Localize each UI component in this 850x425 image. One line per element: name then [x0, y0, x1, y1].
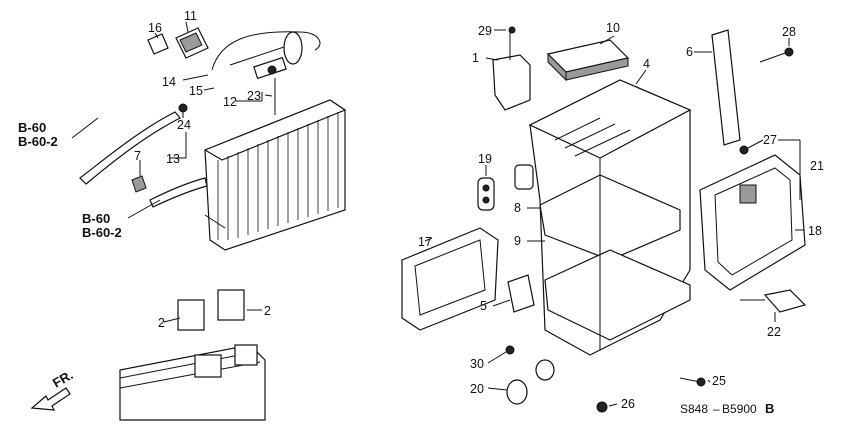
callout-7: 7	[134, 149, 141, 163]
callout-6: 6	[686, 45, 693, 59]
callout-12: 12	[223, 95, 237, 109]
ref-mid-b60: B-60	[82, 211, 110, 226]
seal-6	[711, 29, 741, 146]
fasteners	[505, 26, 794, 413]
callout-10: 10	[606, 21, 620, 35]
callout-labels: 11 16 14 15 12 23 24 13 7 2 2 29 1 10 4 …	[134, 9, 824, 411]
callout-25: 25	[712, 374, 726, 388]
evaporator-core	[203, 99, 347, 251]
callout-30: 30	[470, 357, 484, 371]
callout-19: 19	[478, 152, 492, 166]
callout-21: 21	[810, 159, 824, 173]
thermistor-sleeve	[147, 27, 209, 59]
evaporator-case	[514, 79, 692, 356]
actuator-5	[507, 274, 535, 313]
motor-20	[506, 359, 555, 405]
callout-27: 27	[763, 133, 777, 147]
callout-5: 5	[480, 299, 487, 313]
code-prefix: S848	[680, 402, 708, 416]
diagram-code: S848 – B5900 B	[680, 401, 774, 416]
callout-28: 28	[782, 25, 796, 39]
callout-15: 15	[189, 84, 203, 98]
callout-23: 23	[247, 89, 261, 103]
connector-22	[763, 289, 807, 313]
callout-26: 26	[621, 397, 635, 411]
bracket-1	[492, 28, 531, 111]
callout-16: 16	[148, 21, 162, 35]
seal-18	[699, 154, 806, 291]
callout-4: 4	[643, 57, 650, 71]
seal-17	[401, 227, 499, 331]
front-label: FR.	[50, 367, 76, 390]
code-dash: –	[713, 402, 720, 416]
callout-1: 1	[472, 51, 479, 65]
callout-20: 20	[470, 382, 484, 396]
callout-14: 14	[162, 75, 176, 89]
leader-lines	[71, 21, 804, 407]
callout-11: 11	[184, 9, 197, 23]
callout-2-left: 2	[158, 316, 165, 330]
ref-top-b60: B-60	[18, 120, 46, 135]
relay-box	[119, 289, 266, 421]
code-number: B5900	[722, 402, 757, 416]
ref-mid-b60-2: B-60-2	[82, 225, 122, 240]
code-suffix: B	[765, 401, 774, 416]
callout-9: 9	[514, 234, 521, 248]
callout-18: 18	[808, 224, 822, 238]
callout-2-right: 2	[264, 304, 271, 318]
callout-22: 22	[767, 325, 781, 339]
pipe-assembly	[79, 103, 208, 208]
front-arrow-icon	[30, 387, 71, 411]
callout-29: 29	[478, 24, 492, 38]
callout-24: 24	[177, 118, 191, 132]
grommet-19	[477, 177, 495, 211]
callout-13: 13	[166, 152, 180, 166]
expansion-valve	[211, 31, 321, 115]
callout-8: 8	[514, 201, 521, 215]
ref-top-b60-2: B-60-2	[18, 134, 58, 149]
callout-17: 17	[418, 235, 432, 249]
filter-10	[546, 39, 630, 82]
